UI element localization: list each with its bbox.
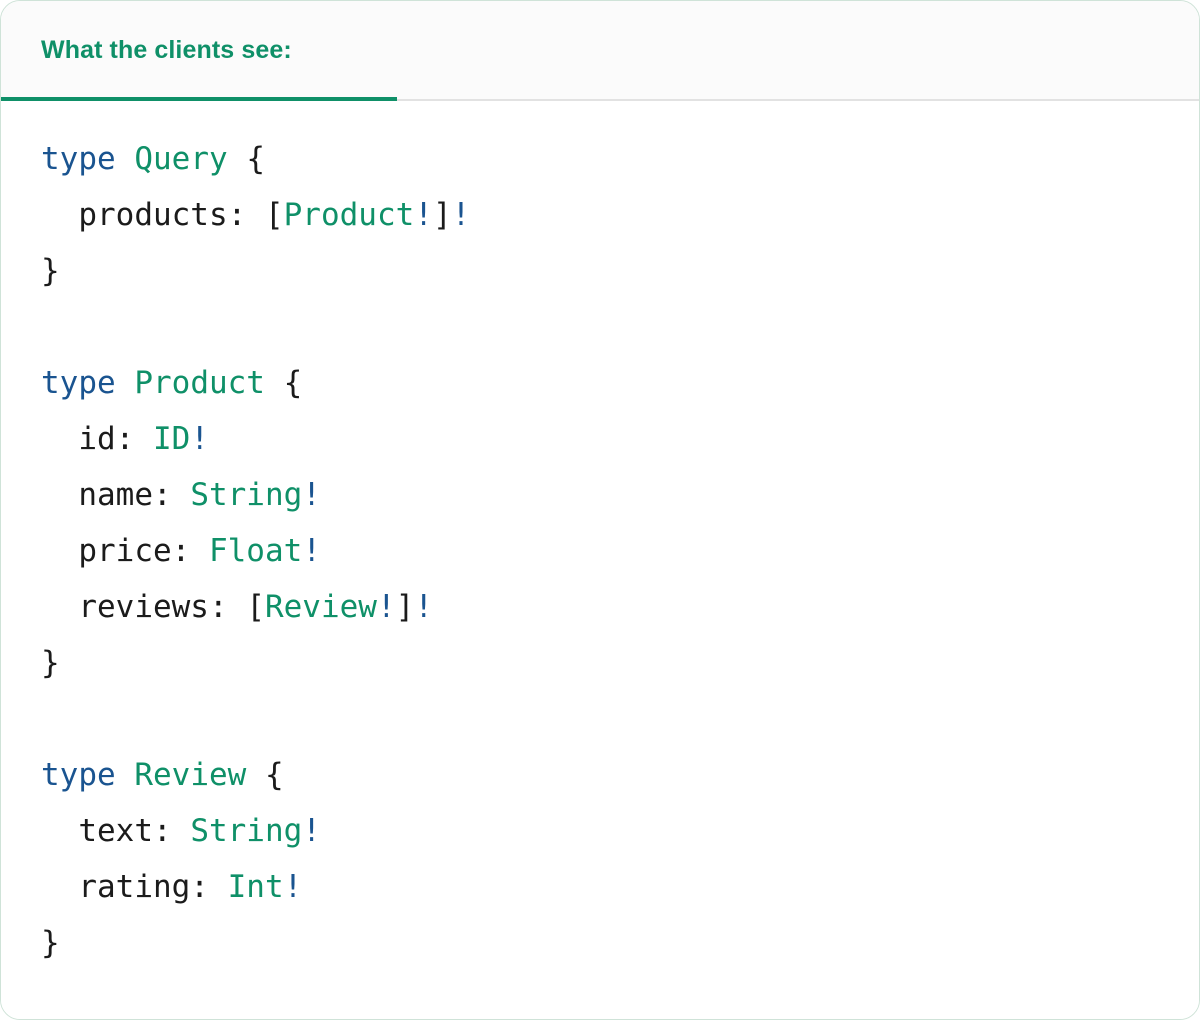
code-token-bang: !: [302, 477, 321, 513]
code-token-punct: [116, 757, 135, 793]
code-token-type: Review: [264, 589, 377, 625]
code-token-type: Float: [208, 533, 303, 569]
code-token-kw: type: [41, 365, 116, 401]
graphql-schema-code: type Query { products: [Product!]!} type…: [41, 131, 1159, 971]
code-line: products: [Product!]!: [41, 187, 1159, 243]
code-token-punct: ]: [395, 589, 415, 625]
code-line: price: Float!: [41, 523, 1159, 579]
code-token-typename: Review: [134, 757, 247, 793]
code-token-punct: {: [227, 141, 265, 177]
code-token-type: String: [190, 813, 303, 849]
code-line: type Query {: [41, 131, 1159, 187]
code-token-field: text:: [41, 813, 191, 849]
code-token-field: rating:: [41, 869, 228, 905]
code-token-bang: !: [283, 869, 303, 905]
code-token-punct: }: [41, 645, 60, 681]
code-line: text: String!: [41, 803, 1159, 859]
code-token-type: String: [190, 477, 303, 513]
code-token-field: id:: [41, 421, 153, 457]
code-token-bang: !: [414, 197, 433, 233]
code-token-type: Product: [283, 197, 415, 233]
code-token-bang: !: [414, 589, 433, 625]
code-root: type Query { products: [Product!]!} type…: [41, 131, 1159, 971]
code-line: }: [41, 243, 1159, 299]
tab-label: What the clients see:: [41, 35, 292, 64]
code-token-punct: {: [264, 365, 303, 401]
tab-bar: What the clients see:: [1, 1, 1199, 101]
code-token-field: price:: [41, 533, 209, 569]
code-token-punct: {: [246, 757, 284, 793]
code-token-punct: [116, 141, 135, 177]
code-token-type: Int: [227, 869, 284, 905]
code-token-type: ID: [152, 421, 191, 457]
code-viewer: type Query { products: [Product!]!} type…: [1, 101, 1199, 1019]
code-token-punct: ]: [432, 197, 452, 233]
code-line: type Review {: [41, 747, 1159, 803]
code-token-typename: Product: [134, 365, 265, 401]
code-token-field: reviews:: [41, 589, 247, 625]
code-token-bang: !: [451, 197, 471, 233]
code-token-bang: !: [302, 813, 321, 849]
code-token-punct: }: [41, 253, 60, 289]
code-token-typename: Query: [134, 141, 228, 177]
code-token-field: products:: [41, 197, 265, 233]
code-line: [41, 691, 1159, 747]
code-token-punct: [: [264, 197, 284, 233]
code-line: [41, 299, 1159, 355]
code-line: }: [41, 635, 1159, 691]
code-line: name: String!: [41, 467, 1159, 523]
code-token-bang: !: [190, 421, 209, 457]
code-token-bang: !: [302, 533, 321, 569]
tab-what-the-clients-see[interactable]: What the clients see:: [1, 1, 397, 101]
code-token-kw: type: [41, 141, 116, 177]
code-line: reviews: [Review!]!: [41, 579, 1159, 635]
code-line: id: ID!: [41, 411, 1159, 467]
code-line: type Product {: [41, 355, 1159, 411]
code-token-punct: [116, 365, 135, 401]
code-line: }: [41, 915, 1159, 971]
code-token-kw: type: [41, 757, 116, 793]
code-token-punct: }: [41, 925, 60, 961]
code-line: rating: Int!: [41, 859, 1159, 915]
code-token-punct: [: [246, 589, 265, 625]
code-token-bang: !: [376, 589, 396, 625]
code-token-field: name:: [41, 477, 191, 513]
